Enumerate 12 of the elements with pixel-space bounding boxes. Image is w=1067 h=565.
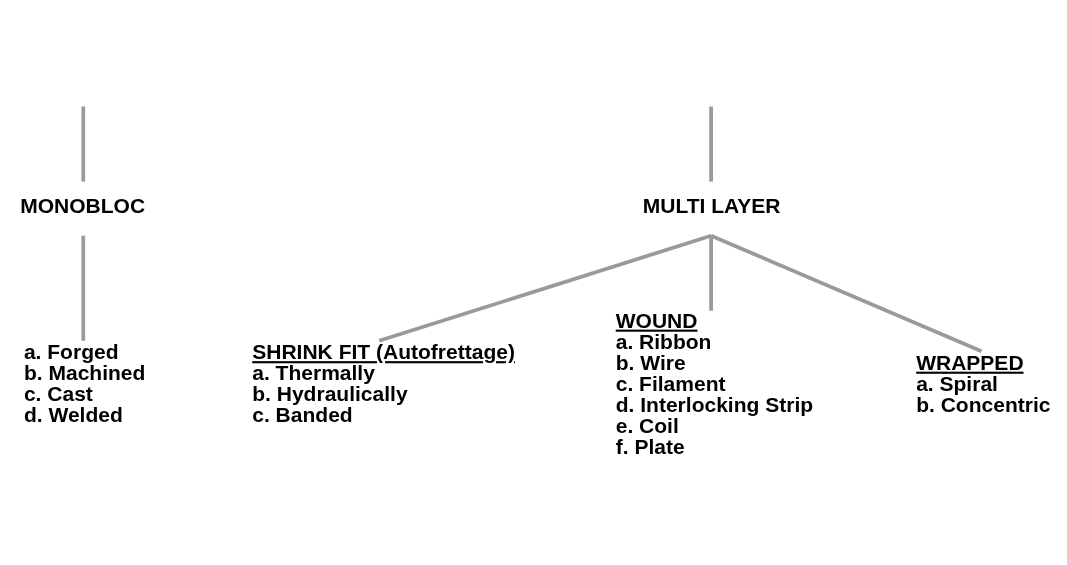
connector — [709, 235, 713, 311]
node-text: WOUND a. Ribbon b. Wire c. Filament d. Interlocking Strip e. Coil f. Plate — [615, 308, 814, 458]
connector — [709, 106, 713, 182]
node-text: MULTI LAYER — [642, 193, 781, 217]
connector — [378, 233, 712, 343]
node-text: MONOBLOC — [20, 193, 146, 217]
node-text: SHRINK FIT (Autofrettage) a. Thermally b. Hydraulically c. Banded — [252, 339, 515, 426]
connector — [81, 106, 86, 182]
node-text: a. Forged b. Machined c. Cast d. Welded — [23, 339, 146, 426]
node-text: WRAPPED a. Spiral b. Concentric — [916, 350, 1051, 416]
connector — [710, 233, 983, 353]
connector — [81, 235, 86, 341]
